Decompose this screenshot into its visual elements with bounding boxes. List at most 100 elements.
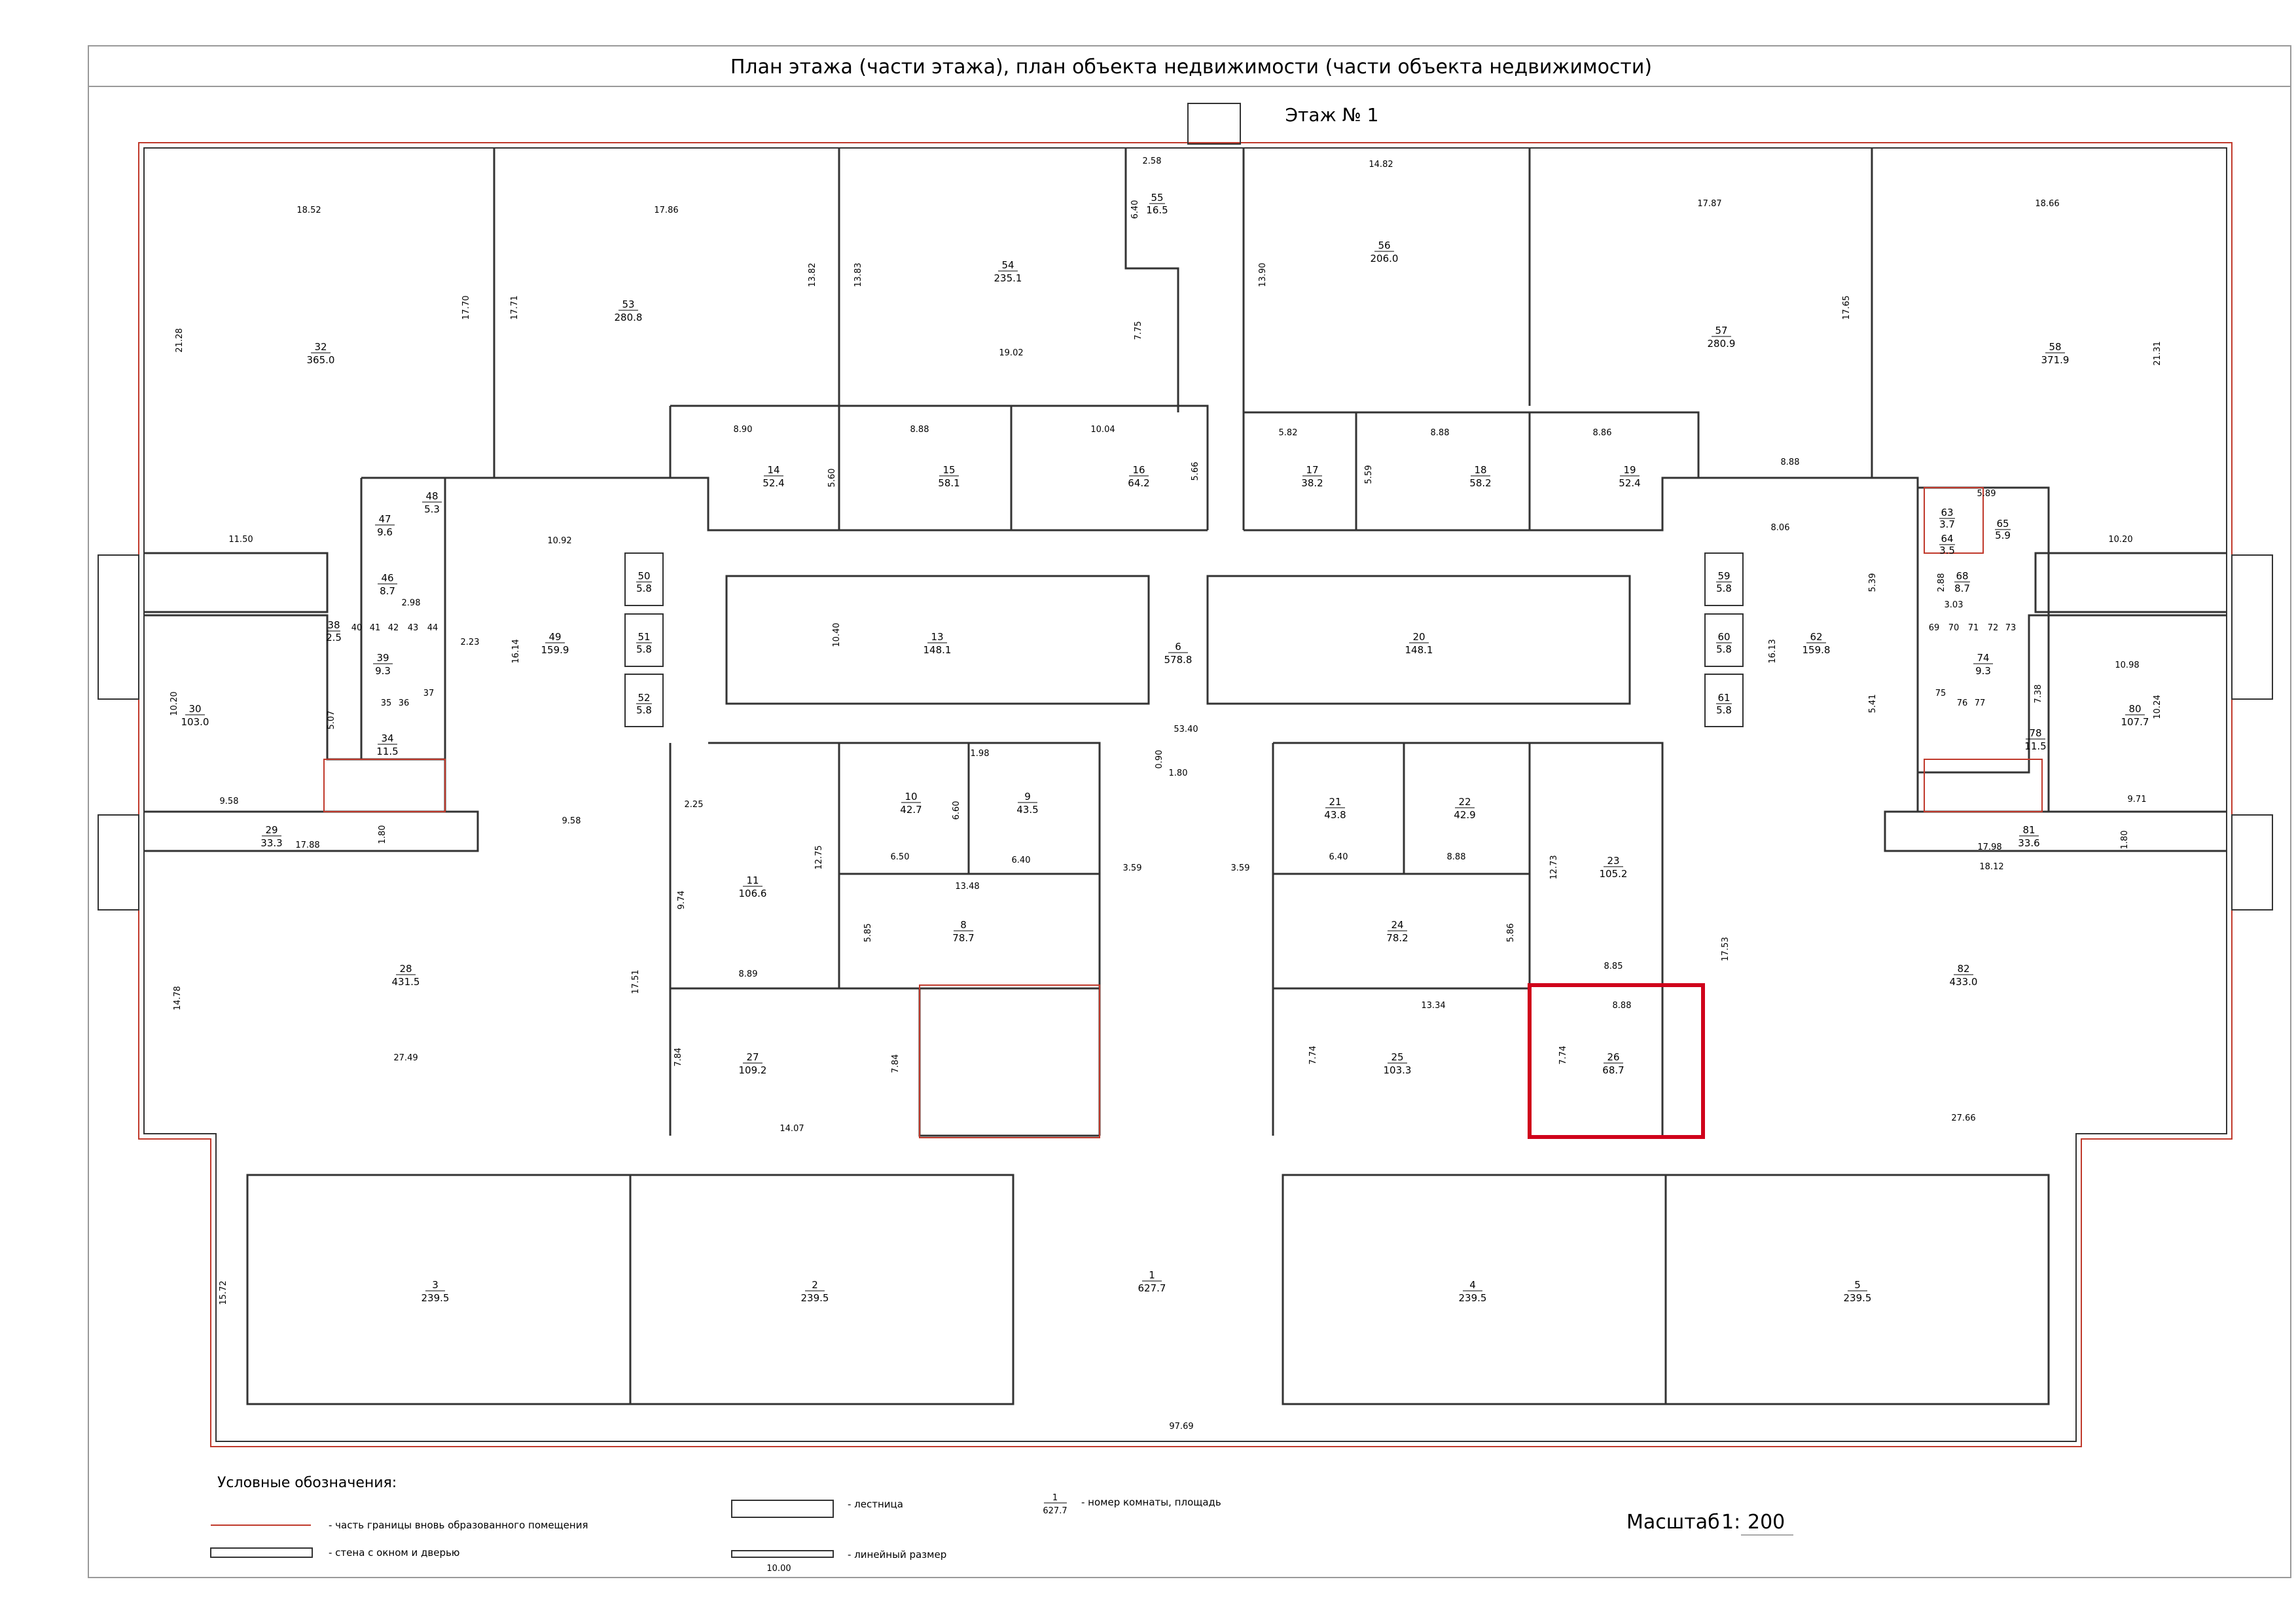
svg-text:42: 42	[388, 623, 399, 633]
svg-text:63: 63	[1941, 507, 1953, 518]
room-label: 943.5	[1016, 791, 1038, 816]
svg-text:74: 74	[1977, 652, 1989, 664]
room-label: 525.8	[636, 692, 652, 716]
svg-text:38: 38	[327, 619, 340, 631]
svg-text:59: 59	[1717, 570, 1730, 582]
svg-text:3.5: 3.5	[1939, 545, 1955, 556]
svg-text:17.98: 17.98	[1977, 842, 2001, 852]
svg-text:5.8: 5.8	[1716, 643, 1732, 655]
svg-text:7.84: 7.84	[673, 1048, 683, 1067]
svg-text:47: 47	[378, 513, 391, 525]
svg-text:75: 75	[1935, 689, 1946, 698]
svg-text:11: 11	[746, 875, 759, 886]
svg-text:2.5: 2.5	[326, 632, 342, 643]
svg-text:51: 51	[637, 631, 650, 643]
svg-text:9.6: 9.6	[377, 526, 393, 538]
svg-text:5.82: 5.82	[1279, 428, 1298, 438]
svg-text:11.5: 11.5	[2024, 740, 2046, 752]
svg-text:3: 3	[432, 1279, 439, 1291]
svg-text:11.50: 11.50	[228, 535, 253, 545]
svg-text:72: 72	[1988, 623, 1999, 633]
svg-text:2.23: 2.23	[461, 638, 480, 647]
small-room-numbers: 35 36 37 40 41 42 43 44 69 70 71 72 73 7…	[351, 623, 2017, 708]
svg-text:56: 56	[1378, 240, 1390, 251]
svg-text:18: 18	[1474, 464, 1486, 476]
svg-text:239.5: 239.5	[1844, 1292, 1872, 1304]
room-label: 56 206.0	[1371, 240, 1399, 264]
legend-heading: Условные обозначения:	[217, 1475, 397, 1491]
floor-label: Этаж № 1	[1285, 104, 1379, 126]
svg-text:33.6: 33.6	[2018, 837, 2039, 849]
room-label: 485.3	[422, 490, 442, 515]
svg-text:159.9: 159.9	[541, 644, 569, 656]
svg-text:6.50: 6.50	[891, 852, 910, 862]
svg-text:21.28: 21.28	[175, 328, 185, 352]
interior-boundaries	[323, 487, 2043, 1138]
svg-text:8.7: 8.7	[380, 585, 395, 597]
svg-text:8.89: 8.89	[739, 969, 758, 979]
svg-text:37: 37	[423, 689, 435, 698]
svg-text:61: 61	[1717, 692, 1730, 704]
svg-text:27.49: 27.49	[393, 1053, 418, 1063]
svg-text:53.40: 53.40	[1174, 725, 1198, 734]
svg-text:16.5: 16.5	[1146, 204, 1168, 216]
svg-text:39: 39	[376, 652, 389, 664]
legend: Условные обозначения: - часть границы вн…	[210, 1475, 1221, 1574]
svg-text:97.69: 97.69	[1169, 1422, 1193, 1432]
svg-text:13.83: 13.83	[853, 262, 863, 287]
svg-text:46: 46	[381, 572, 393, 584]
sheet-frame	[88, 45, 2291, 1578]
svg-text:65: 65	[1996, 518, 2009, 530]
svg-text:21.31: 21.31	[2153, 341, 2162, 365]
svg-text:81: 81	[2022, 824, 2035, 836]
svg-text:13.90: 13.90	[1258, 262, 1268, 287]
scale-label: Масштаб	[1626, 1511, 1720, 1534]
svg-text:3.59: 3.59	[1123, 863, 1142, 873]
svg-text:5.8: 5.8	[1716, 704, 1732, 716]
svg-text:16.13: 16.13	[1768, 639, 1778, 663]
svg-text:18.12: 18.12	[1979, 862, 2003, 872]
svg-text:2: 2	[812, 1279, 818, 1291]
svg-text:53: 53	[622, 298, 634, 310]
room-label: 633.7	[1939, 507, 1955, 530]
svg-text:206.0: 206.0	[1371, 253, 1399, 264]
svg-text:17.65: 17.65	[1842, 295, 1852, 319]
svg-text:148.1: 148.1	[1405, 644, 1433, 656]
svg-text:10.40: 10.40	[832, 623, 842, 647]
svg-text:78.2: 78.2	[1386, 932, 1408, 944]
svg-text:5.8: 5.8	[1716, 583, 1732, 594]
side-entrances	[98, 554, 2273, 911]
svg-text:18.52: 18.52	[296, 206, 321, 215]
svg-text:58.2: 58.2	[1469, 477, 1491, 489]
svg-text:35: 35	[381, 698, 392, 708]
svg-text:5.86: 5.86	[1506, 924, 1516, 943]
svg-text:1: 1	[1149, 1269, 1155, 1281]
svg-text:4: 4	[1469, 1279, 1476, 1291]
svg-text:23: 23	[1607, 855, 1619, 867]
svg-text:148.1: 148.1	[924, 644, 952, 656]
svg-text:13.82: 13.82	[808, 262, 817, 287]
legend-wall-label: - стена с окном и дверью	[329, 1547, 459, 1559]
svg-text:3.03: 3.03	[1945, 600, 1964, 610]
svg-text:10.92: 10.92	[547, 536, 571, 546]
svg-text:60: 60	[1717, 631, 1730, 643]
svg-text:58.1: 58.1	[938, 477, 960, 489]
legend-linear-label: - линейный размер	[848, 1549, 946, 1561]
svg-text:15: 15	[942, 464, 955, 476]
svg-text:5.07: 5.07	[327, 711, 336, 730]
